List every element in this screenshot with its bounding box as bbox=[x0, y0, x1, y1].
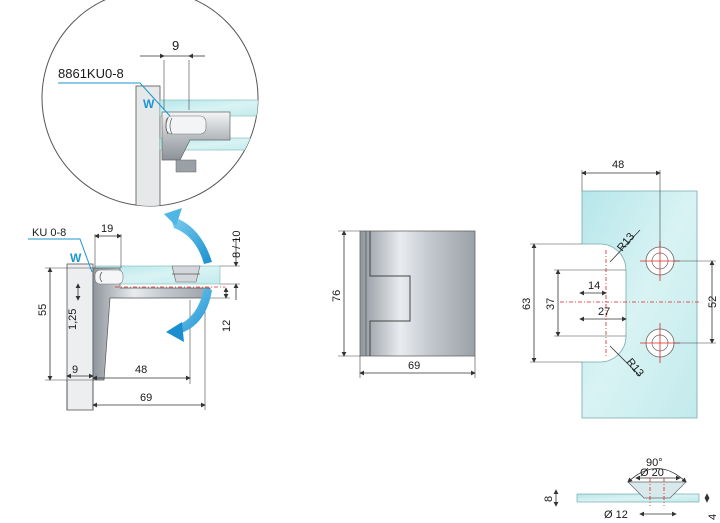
callout-part-code: 8861KU0-8 bbox=[58, 66, 124, 81]
side-part-code: KU 0-8 bbox=[32, 227, 66, 239]
front-dim-76: 76 bbox=[331, 290, 343, 302]
plate-dim-14: 14 bbox=[588, 280, 600, 292]
section-dim-d12: Ø 12 bbox=[604, 509, 628, 521]
side-dim-69: 69 bbox=[140, 392, 152, 404]
detail-callout: 9 8861KU0-8 W bbox=[41, 0, 259, 207]
plate-view: 48 R13 R13 63 37 14 27 52 bbox=[521, 159, 719, 419]
callout-seal-letter: W bbox=[143, 97, 155, 111]
side-dim-12: 12 bbox=[221, 320, 233, 332]
plate-dim-48: 48 bbox=[612, 159, 624, 171]
section-view: 90° Ø 20 Ø 12 8 4 bbox=[543, 457, 719, 521]
plate-dim-37: 37 bbox=[545, 298, 557, 310]
rotate-down-arrow-icon bbox=[176, 288, 212, 334]
plate-dim-27: 27 bbox=[598, 306, 610, 318]
plate-dim-52: 52 bbox=[707, 296, 719, 308]
section-angle: 90° bbox=[646, 457, 663, 469]
front-view: 76 69 bbox=[331, 230, 476, 378]
rotate-up-arrow-icon bbox=[170, 216, 212, 264]
callout-dim-9: 9 bbox=[172, 38, 179, 53]
front-dim-69: 69 bbox=[408, 360, 420, 372]
side-dim-55: 55 bbox=[37, 304, 49, 316]
section-dim-d20: Ø 20 bbox=[640, 467, 664, 479]
side-seal-letter: W bbox=[70, 251, 82, 265]
side-dim-19: 19 bbox=[101, 223, 113, 235]
side-view: KU 0-8 W 19 8 / 10 12 55 1,25 9 48 bbox=[28, 208, 243, 411]
section-dim-8: 8 bbox=[543, 496, 555, 502]
side-dim-1-25: 1,25 bbox=[67, 309, 79, 330]
side-dim-9: 9 bbox=[72, 364, 78, 376]
plate-dim-63: 63 bbox=[521, 298, 533, 310]
callout-leader bbox=[58, 82, 171, 117]
side-dim-8-10: 8 / 10 bbox=[231, 230, 243, 258]
section-dim-4: 4 bbox=[707, 514, 719, 520]
side-dim-48: 48 bbox=[135, 364, 147, 376]
